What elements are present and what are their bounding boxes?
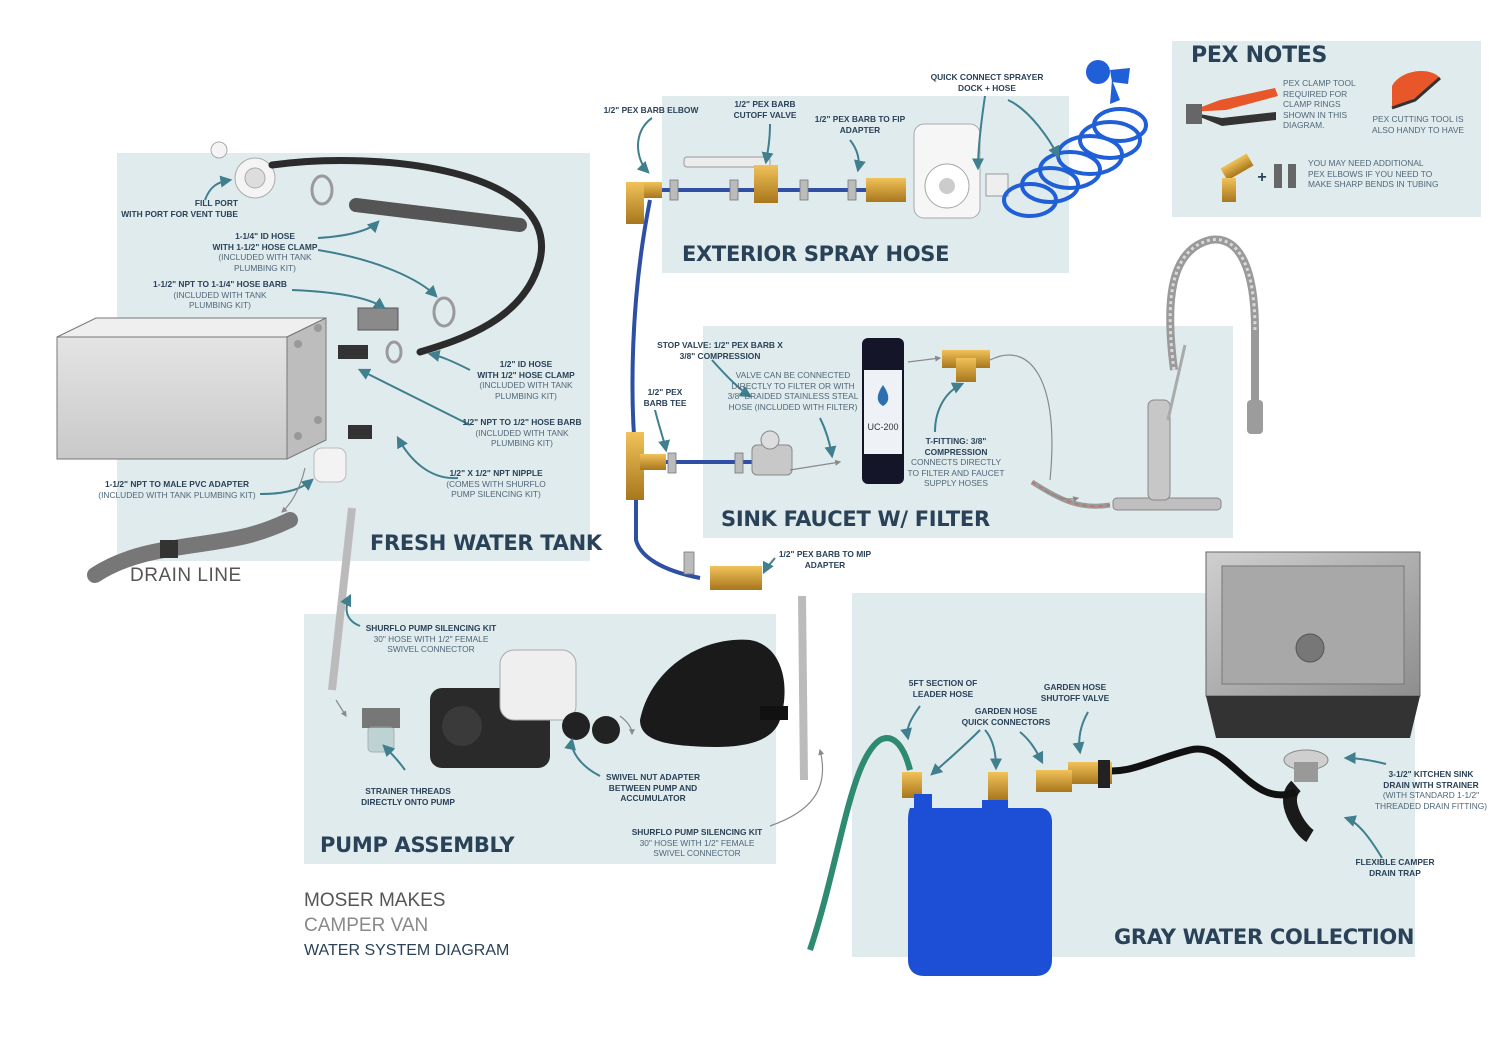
t-fitting — [942, 350, 990, 382]
pump-assembly-title: PUMP ASSEMBLY — [320, 833, 515, 857]
pex-clamp-tool — [1186, 88, 1278, 126]
label-silencing-kit-bottom: SHURFLO PUMP SILENCING KIT 30" HOSE WITH… — [631, 827, 763, 859]
hose-barb-small — [338, 345, 368, 359]
leader-hose — [807, 735, 913, 951]
drain-line-hose — [87, 512, 298, 583]
svg-text:+: + — [1257, 169, 1266, 186]
branding: MOSER MAKES CAMPER VAN WATER SYSTEM DIAG… — [304, 888, 509, 963]
gray-water-title: GRAY WATER COLLECTION — [1114, 925, 1415, 949]
sink-drain-strainer — [1283, 749, 1329, 782]
label-t-fitting: T-FITTING: 3/8"COMPRESSION CONNECTS DIRE… — [907, 436, 1005, 489]
label-pvc-adapter: 1-1/2" NPT TO MALE PVC ADAPTER (INCLUDED… — [98, 479, 256, 500]
pex-elbow-extra — [1220, 153, 1254, 202]
cutoff-valve — [683, 156, 778, 203]
strainer — [362, 708, 400, 753]
pex-cutting-tool — [1391, 71, 1441, 110]
label-npt-half-barb: 1/2" NPT TO 1/2" HOSE BARB (INCLUDED WIT… — [462, 417, 582, 449]
sprayer-coil-hose — [1002, 107, 1148, 218]
label-pex-barb-elbow: 1/2" PEX BARB ELBOW — [603, 105, 699, 115]
water-jug — [908, 794, 1052, 976]
sink-faucet-title: SINK FAUCET W/ FILTER — [721, 507, 990, 531]
exterior-spray-hose-title: EXTERIOR SPRAY HOSE — [682, 242, 950, 266]
mip-adapter — [710, 566, 762, 590]
swivel-nut-adapter — [562, 712, 620, 744]
drain-line-label: DRAIN LINE — [130, 565, 242, 586]
quick-connect — [985, 173, 1009, 197]
vent-hose — [268, 156, 546, 356]
pex-barb-tee — [626, 432, 666, 500]
sprayer-dock — [913, 123, 981, 219]
braided-supply-hose — [1030, 479, 1111, 509]
silencing-hose-right — [798, 595, 808, 781]
branding-line1: MOSER MAKES — [304, 890, 446, 911]
filter-brand-text: UC-200 — [867, 422, 898, 432]
fresh-water-tank-title: FRESH WATER TANK — [370, 531, 602, 555]
fill-hose — [349, 198, 527, 232]
sink — [1205, 551, 1421, 738]
shutoff-valve — [1068, 760, 1112, 788]
fip-adapter — [866, 178, 906, 202]
leader-arrows — [204, 95, 1387, 859]
npt-nipple — [348, 425, 372, 439]
quick-connectors — [902, 770, 1072, 800]
branding-line3: WATER SYSTEM DIAGRAM — [304, 942, 510, 959]
water-filter: UC-200 — [862, 338, 904, 484]
pvc-adapter — [313, 447, 347, 483]
fresh-water-tank — [56, 317, 327, 460]
hose-barb — [357, 307, 399, 331]
label-npt-hose-barb: 1-1/2" NPT TO 1-1/4" HOSE BARB (INCLUDED… — [153, 279, 287, 311]
branding-line2: CAMPER VAN — [304, 915, 429, 936]
fill-port — [210, 141, 276, 199]
stop-valve — [751, 430, 793, 476]
hose-clamps — [310, 174, 456, 364]
pex-barb-elbow — [626, 182, 662, 224]
label-npt-nipple: 1/2" x 1/2" NPT NIPPLE (COMES WITH SHURF… — [446, 468, 546, 500]
sprayer-nozzle — [1086, 60, 1130, 104]
water-pump — [430, 649, 577, 768]
drain-hose — [1099, 745, 1298, 799]
faucet — [1112, 235, 1263, 511]
accumulator — [640, 639, 788, 747]
pex-notes-title: PEX NOTES — [1191, 43, 1328, 68]
label-silencing-kit-top: SHURFLO PUMP SILENCING KIT 30" HOSE WITH… — [365, 623, 497, 655]
